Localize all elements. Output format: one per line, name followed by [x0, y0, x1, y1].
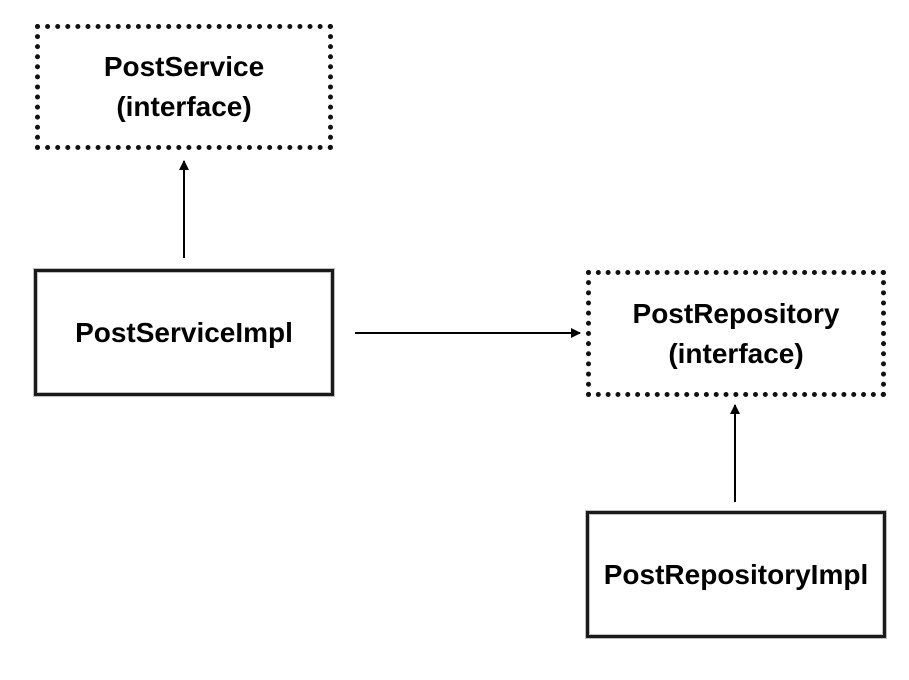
post-service-impl-box: PostServiceImpl	[34, 269, 334, 396]
post-service-name: PostService	[103, 51, 265, 82]
post-repository-impl-box: PostRepositoryImpl	[586, 511, 886, 638]
post-service-impl-name: PostServiceImpl	[75, 316, 293, 348]
post-service-stereotype: (interface)	[116, 91, 252, 122]
post-repository-stereotype: (interface)	[668, 337, 804, 369]
post-service-interface-box: PostService (interface)	[35, 24, 333, 150]
post-repository-interface-box: PostRepository (interface)	[586, 270, 886, 397]
post-repository-impl-name: PostRepositoryImpl	[603, 558, 869, 590]
post-repository-name: PostRepository	[632, 297, 840, 329]
